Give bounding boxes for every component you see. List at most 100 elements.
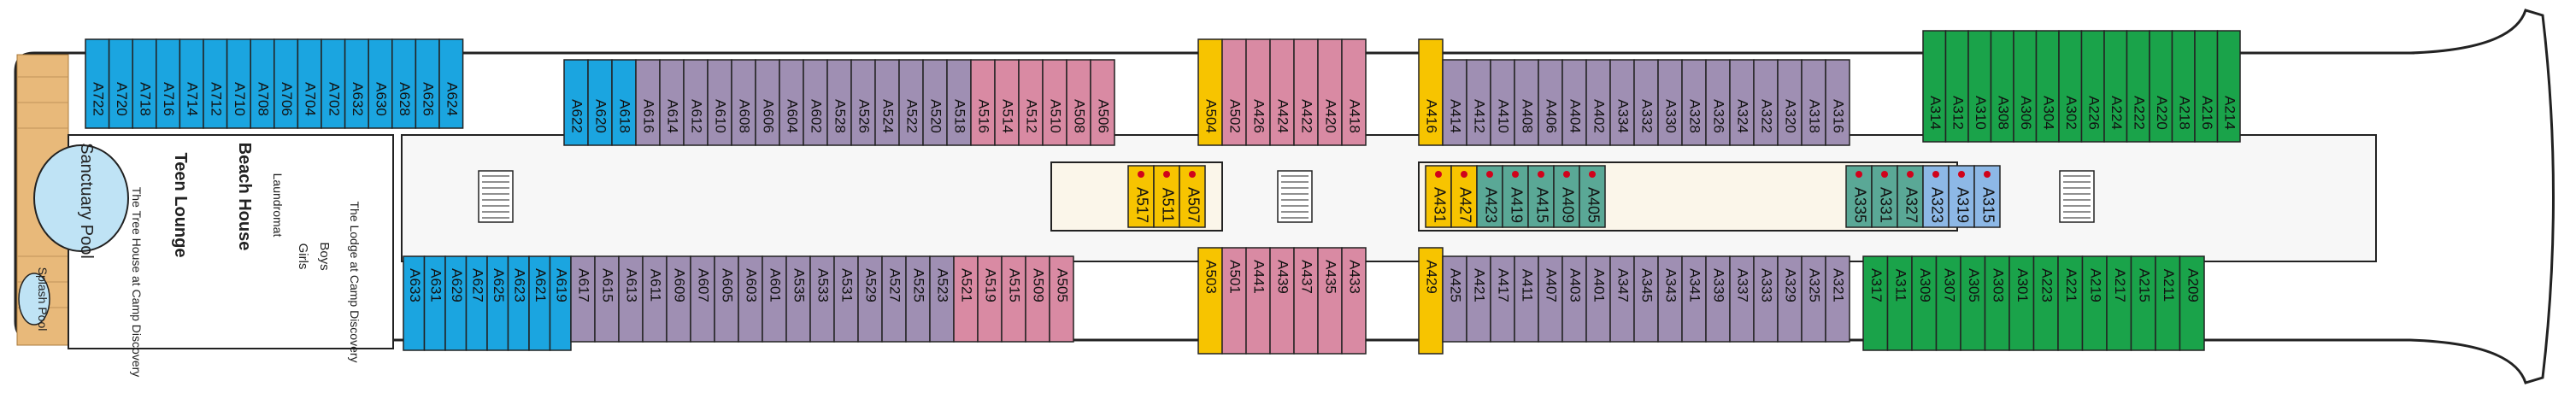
cabin-a418[interactable] bbox=[1341, 38, 1367, 146]
cabin-a605[interactable] bbox=[714, 255, 739, 343]
cabin-a504[interactable] bbox=[1197, 38, 1223, 146]
cabin-a321[interactable] bbox=[1825, 255, 1850, 343]
cabin-a601[interactable] bbox=[762, 255, 787, 343]
cabin-a528[interactable] bbox=[826, 59, 852, 146]
cabin-a606[interactable] bbox=[755, 59, 780, 146]
cabin-a505[interactable] bbox=[1049, 255, 1074, 343]
cabin-a408[interactable] bbox=[1514, 59, 1539, 146]
cabin-a347[interactable] bbox=[1609, 255, 1635, 343]
cabin-a615[interactable] bbox=[594, 255, 620, 343]
cabin-a629[interactable] bbox=[444, 255, 468, 351]
cabin-a614[interactable] bbox=[659, 59, 685, 146]
cabin-a224[interactable] bbox=[2103, 30, 2128, 143]
cabin-a425[interactable] bbox=[1442, 255, 1467, 343]
cabin-a211[interactable] bbox=[2155, 255, 2181, 351]
cabin-a523[interactable] bbox=[929, 255, 955, 343]
cabin-a617[interactable] bbox=[570, 255, 596, 343]
cabin-a223[interactable] bbox=[2032, 255, 2059, 351]
cabin-a621[interactable] bbox=[528, 255, 551, 351]
cabin-a631[interactable] bbox=[423, 255, 446, 351]
cabin-a304[interactable] bbox=[2035, 30, 2060, 143]
cabin-a414[interactable] bbox=[1442, 59, 1467, 146]
cabin-a512[interactable] bbox=[1018, 59, 1044, 146]
cabin-a714[interactable] bbox=[179, 38, 204, 129]
cabin-a529[interactable] bbox=[857, 255, 883, 343]
cabin-a503[interactable] bbox=[1197, 247, 1223, 355]
cabin-a422[interactable] bbox=[1293, 38, 1319, 146]
cabin-a337[interactable] bbox=[1729, 255, 1755, 343]
cabin-a435[interactable] bbox=[1317, 247, 1343, 355]
cabin-a339[interactable] bbox=[1705, 255, 1731, 343]
cabin-a524[interactable] bbox=[874, 59, 900, 146]
cabin-a515[interactable] bbox=[1001, 255, 1026, 343]
cabin-a308[interactable] bbox=[1990, 30, 2014, 143]
cabin-a305[interactable] bbox=[1960, 255, 1986, 351]
cabin-a510[interactable] bbox=[1042, 59, 1067, 146]
cabin-a421[interactable] bbox=[1466, 255, 1491, 343]
cabin-a526[interactable] bbox=[850, 59, 876, 146]
cabin-a602[interactable] bbox=[803, 59, 828, 146]
cabin-a708[interactable] bbox=[250, 38, 275, 129]
cabin-a610[interactable] bbox=[707, 59, 732, 146]
cabin-a222[interactable] bbox=[2126, 30, 2150, 143]
cabin-a622[interactable] bbox=[563, 59, 589, 146]
cabin-a720[interactable] bbox=[108, 38, 133, 129]
cabin-a603[interactable] bbox=[738, 255, 763, 343]
cabin-a429[interactable] bbox=[1418, 247, 1444, 355]
cabin-a316[interactable] bbox=[1825, 59, 1850, 146]
cabin-a314[interactable] bbox=[1922, 30, 1947, 143]
cabin-a333[interactable] bbox=[1753, 255, 1779, 343]
cabin-a525[interactable] bbox=[905, 255, 931, 343]
cabin-a332[interactable] bbox=[1633, 59, 1659, 146]
cabin-a508[interactable] bbox=[1066, 59, 1091, 146]
cabin-a307[interactable] bbox=[1935, 255, 1961, 351]
cabin-a416[interactable] bbox=[1418, 38, 1444, 146]
cabin-a627[interactable] bbox=[465, 255, 488, 351]
cabin-a341[interactable] bbox=[1681, 255, 1707, 343]
cabin-a607[interactable] bbox=[690, 255, 715, 343]
cabin-a301[interactable] bbox=[2008, 255, 2035, 351]
cabin-a519[interactable] bbox=[977, 255, 1003, 343]
cabin-a702[interactable] bbox=[321, 38, 346, 129]
cabin-a403[interactable] bbox=[1561, 255, 1587, 343]
cabin-a706[interactable] bbox=[273, 38, 299, 129]
cabin-a441[interactable] bbox=[1245, 247, 1271, 355]
cabin-a315[interactable] bbox=[1973, 165, 2001, 228]
cabin-a226[interactable] bbox=[2080, 30, 2105, 143]
cabin-a402[interactable] bbox=[1585, 59, 1611, 146]
cabin-a722[interactable] bbox=[85, 38, 110, 129]
cabin-a324[interactable] bbox=[1729, 59, 1755, 146]
cabin-a718[interactable] bbox=[132, 38, 157, 129]
cabin-a407[interactable] bbox=[1538, 255, 1563, 343]
cabin-a501[interactable] bbox=[1221, 247, 1247, 355]
cabin-a424[interactable] bbox=[1269, 38, 1295, 146]
cabin-a303[interactable] bbox=[1984, 255, 2010, 351]
cabin-a626[interactable] bbox=[415, 38, 440, 129]
cabin-a628[interactable] bbox=[391, 38, 417, 129]
cabin-a318[interactable] bbox=[1801, 59, 1826, 146]
cabin-a322[interactable] bbox=[1753, 59, 1779, 146]
cabin-a218[interactable] bbox=[2171, 30, 2196, 143]
cabin-a404[interactable] bbox=[1561, 59, 1587, 146]
cabin-a345[interactable] bbox=[1633, 255, 1659, 343]
cabin-a716[interactable] bbox=[156, 38, 181, 129]
cabin-a221[interactable] bbox=[2057, 255, 2084, 351]
cabin-a502[interactable] bbox=[1221, 38, 1247, 146]
cabin-a516[interactable] bbox=[970, 59, 996, 146]
cabin-a439[interactable] bbox=[1269, 247, 1295, 355]
cabin-a325[interactable] bbox=[1801, 255, 1826, 343]
cabin-a704[interactable] bbox=[297, 38, 322, 129]
cabin-a328[interactable] bbox=[1681, 59, 1707, 146]
cabin-a518[interactable] bbox=[946, 59, 972, 146]
cabin-a214[interactable] bbox=[2216, 30, 2241, 143]
cabin-a613[interactable] bbox=[618, 255, 644, 343]
cabin-a433[interactable] bbox=[1341, 247, 1367, 355]
cabin-a216[interactable] bbox=[2194, 30, 2219, 143]
cabin-a306[interactable] bbox=[2013, 30, 2038, 143]
cabin-a411[interactable] bbox=[1514, 255, 1539, 343]
cabin-a630[interactable] bbox=[368, 38, 393, 129]
cabin-a624[interactable] bbox=[438, 38, 464, 129]
cabin-a312[interactable] bbox=[1944, 30, 1969, 143]
cabin-a620[interactable] bbox=[587, 59, 613, 146]
cabin-a217[interactable] bbox=[2106, 255, 2132, 351]
